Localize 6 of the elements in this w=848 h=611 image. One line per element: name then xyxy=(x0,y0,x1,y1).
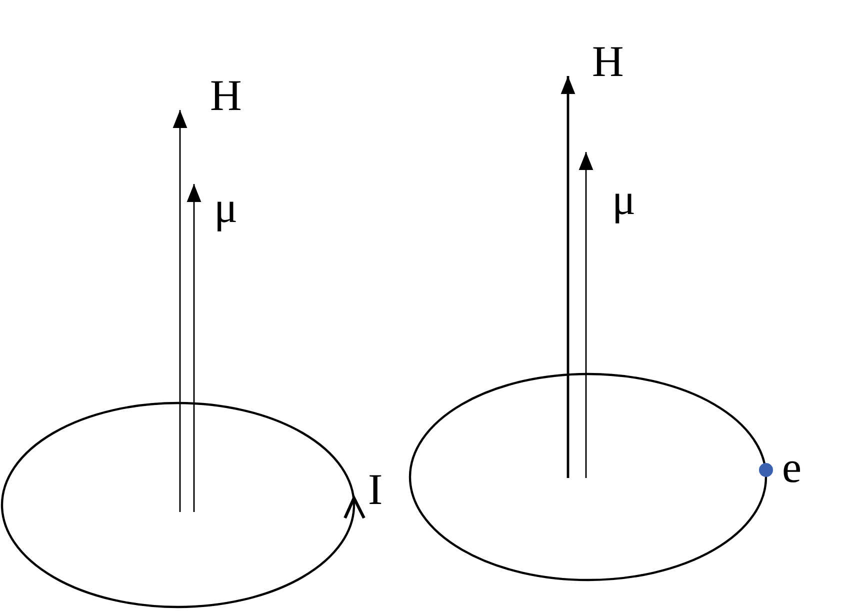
current-label: I xyxy=(368,468,383,512)
vector-label: H xyxy=(210,74,242,118)
vector-label: μ xyxy=(612,178,636,222)
particle-label: e xyxy=(782,446,802,490)
vector-label: μ xyxy=(214,186,238,230)
vector-label: H xyxy=(592,40,624,84)
